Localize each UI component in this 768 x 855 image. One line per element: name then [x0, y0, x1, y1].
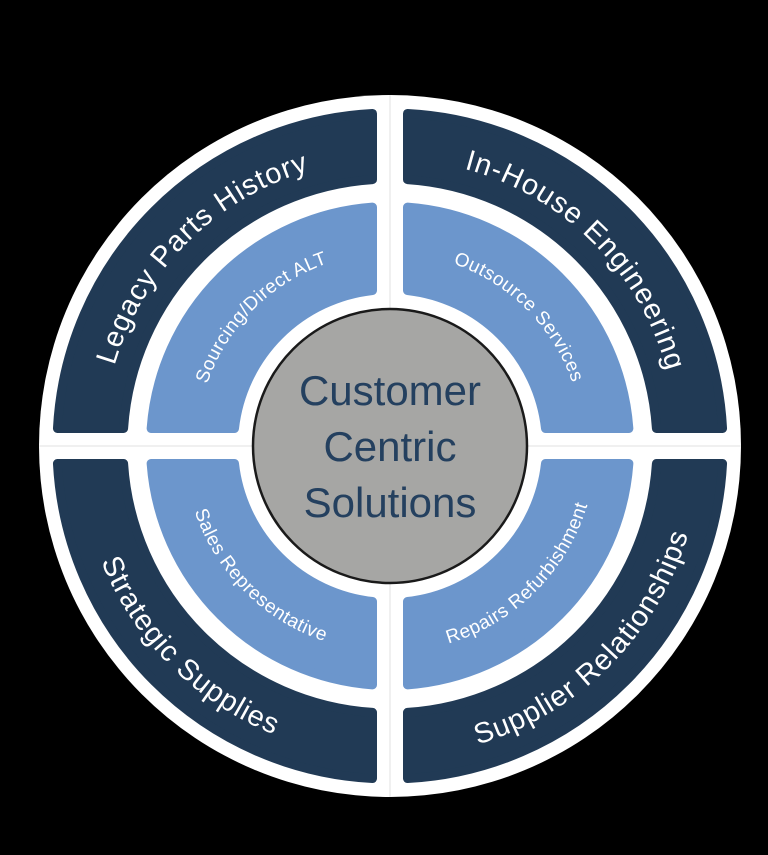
inner-segment-bottom-left: [146, 459, 377, 690]
quadrant-top-left: [52, 108, 377, 433]
hub-label-line-1: Customer: [299, 367, 481, 414]
outer-segment-top-right: [403, 108, 728, 433]
quadrant-top-right: [403, 108, 728, 433]
inner-segment-bottom-right: [403, 459, 634, 690]
hub-circle: [251, 307, 529, 585]
inner-segment-top-left: [146, 202, 377, 433]
outer-segment-bottom-left: [52, 459, 377, 784]
quadrant-bottom-right: [403, 459, 728, 784]
outer-segment-top-left: [52, 108, 377, 433]
quadrant-bottom-left: [52, 459, 377, 784]
outer-segment-bottom-right: [403, 459, 728, 784]
inner-segment-top-right: [403, 202, 634, 433]
hub-label-line-2: Centric: [323, 423, 456, 470]
hub-label-line-3: Solutions: [304, 479, 477, 526]
